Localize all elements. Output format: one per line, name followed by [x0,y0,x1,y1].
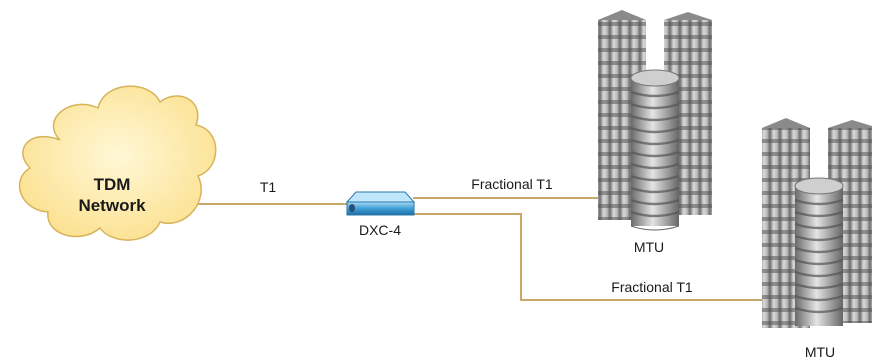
mtu-building-upper: MTU [598,10,712,255]
tdm-network-cloud: TDM Network [18,85,217,241]
fractional-t1-lower-label: Fractional T1 [611,279,693,295]
t1-label: T1 [260,179,277,195]
device-label: DXC-4 [359,222,401,238]
link-lines [190,197,770,301]
mtu-building-lower: MTU [762,118,872,360]
fractional-t1-upper-label: Fractional T1 [471,176,553,192]
cloud-label-line1: TDM [94,175,131,194]
mtu-upper-label: MTU [634,239,664,255]
fractional-t1-lower-link [413,213,770,301]
dxc-4-device: DXC-4 [345,191,416,238]
device-port-icon [349,204,355,212]
cloud-label-line2: Network [78,196,146,215]
mtu-lower-label: MTU [805,344,835,360]
